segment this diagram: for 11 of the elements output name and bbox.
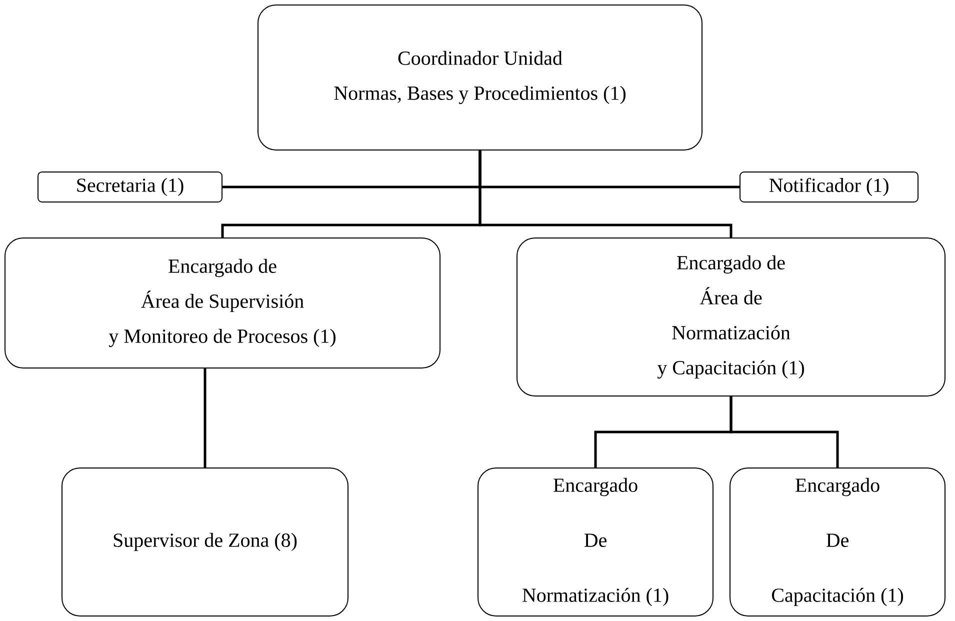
position-box: Supervisor de Zona (8) bbox=[62, 468, 348, 616]
connector-line bbox=[730, 396, 839, 468]
position-box: Encargado De Capacitación (1) bbox=[730, 468, 946, 616]
position-box: Encargado De Normatización (1) bbox=[478, 468, 714, 616]
staff-box: Notificador (1) bbox=[740, 172, 919, 202]
staff-box: Secretaria (1) bbox=[38, 172, 222, 202]
area-box: Encargado de Área de Normatización y Capacitación (1) bbox=[516, 238, 946, 396]
connector-line bbox=[204, 368, 206, 468]
connector-line bbox=[478, 150, 732, 238]
unit-box: Coordinador Unidad Normas, Bases y Procedimientos (1) bbox=[258, 4, 702, 150]
area-box: Encargado de Área de Supervisión y Monitoreo de Procesos (1) bbox=[4, 238, 440, 368]
